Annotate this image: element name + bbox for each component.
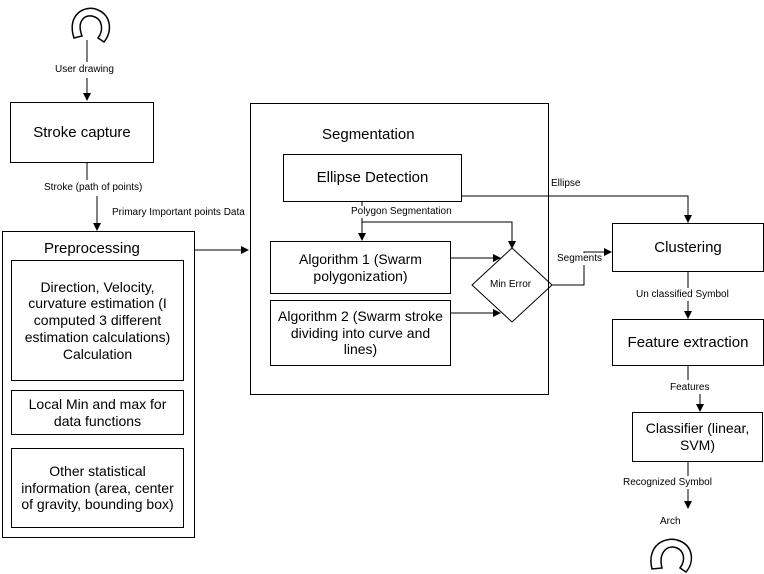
ellipse-label: Ellipse bbox=[551, 178, 581, 190]
segmentation-group bbox=[250, 103, 549, 395]
unclassified-symbol-label: Un classified Symbol bbox=[636, 289, 729, 301]
classifier-label: Classifier (linear, SVM) bbox=[645, 420, 750, 453]
preprocessing-group bbox=[2, 231, 195, 538]
features-label: Features bbox=[670, 382, 710, 394]
stroke-path-label: Stroke (path of points) bbox=[44, 182, 143, 194]
algorithm2-node: Algorithm 2 (Swarm stroke dividing into … bbox=[270, 300, 451, 366]
direction-velocity-label: Direction, Velocity, curvature estimatio… bbox=[24, 278, 171, 362]
user-drawing-label: User drawing bbox=[55, 64, 114, 76]
local-min-max-label: Local Min and max for data functions bbox=[28, 395, 167, 429]
min-error-diamond bbox=[471, 247, 553, 323]
stroke-capture-node: Stroke capture bbox=[10, 102, 154, 163]
other-statistical-label: Other statistical information (area, cen… bbox=[21, 462, 174, 513]
clustering-label: Clustering bbox=[654, 238, 722, 256]
arch-sketch-icon bbox=[71, 7, 111, 44]
edge-polygon-to-min-error bbox=[362, 221, 516, 249]
direction-velocity-node: Direction, Velocity, curvature estimatio… bbox=[11, 260, 184, 381]
segments-label: Segments bbox=[557, 253, 603, 265]
arch-sketch-icon-output bbox=[650, 538, 693, 573]
classifier-node: Classifier (linear, SVM) bbox=[632, 412, 763, 462]
preprocessing-title: Preprocessing bbox=[44, 240, 140, 257]
clustering-node: Clustering bbox=[612, 223, 764, 272]
ellipse-detection-label: Ellipse Detection bbox=[316, 169, 429, 186]
feature-extraction-label: Feature extraction bbox=[627, 333, 749, 351]
polygon-segmentation-label: Polygon Segmentation bbox=[351, 206, 452, 218]
algorithm2-label: Algorithm 2 (Swarm stroke dividing into … bbox=[278, 307, 443, 358]
edge-segments bbox=[552, 248, 612, 286]
stroke-capture-label: Stroke capture bbox=[33, 123, 131, 141]
arch-label: Arch bbox=[660, 516, 681, 528]
min-error-label: Min Error bbox=[490, 279, 532, 290]
segmentation-title: Segmentation bbox=[322, 126, 415, 143]
ellipse-detection-node: Ellipse Detection bbox=[283, 154, 462, 202]
local-min-max-node: Local Min and max for data functions bbox=[11, 390, 184, 435]
primary-points-label: Primary Important points Data bbox=[112, 207, 245, 219]
feature-extraction-node: Feature extraction bbox=[612, 319, 764, 366]
recognized-symbol-label: Recognized Symbol bbox=[623, 477, 712, 489]
edge-ellipse bbox=[462, 195, 692, 223]
algorithm1-node: Algorithm 1 (Swarm polygonization) bbox=[270, 241, 451, 294]
algorithm1-label: Algorithm 1 (Swarm polygonization) bbox=[299, 250, 422, 284]
other-statistical-node: Other statistical information (area, cen… bbox=[11, 448, 184, 528]
